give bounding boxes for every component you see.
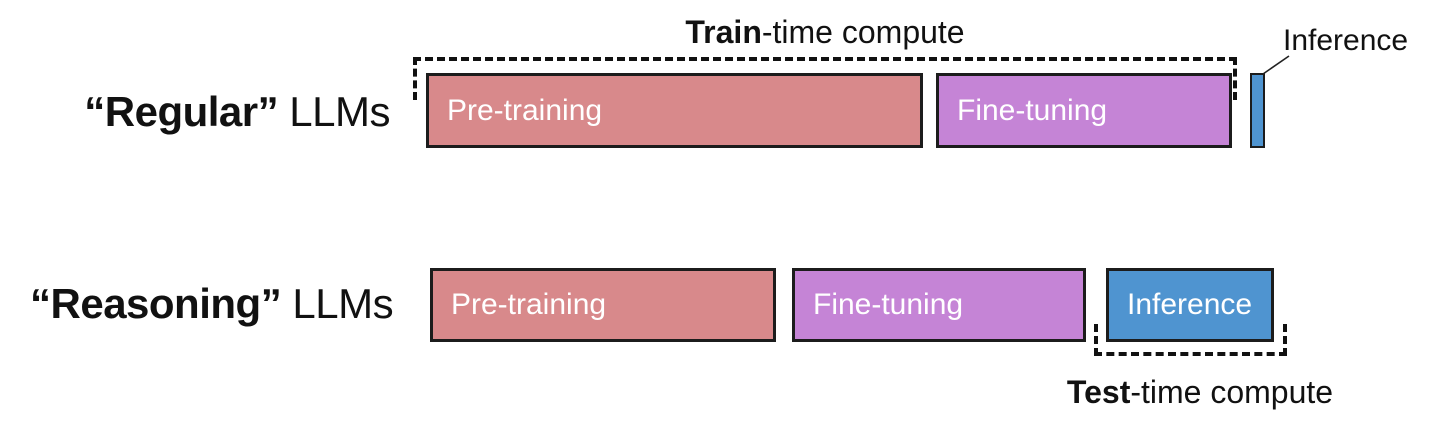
inference-callout-label: Inference (1283, 24, 1409, 57)
regular-pretraining-bar: Pre-training (426, 73, 923, 148)
reasoning-pretraining-bar-label: Pre-training (451, 288, 607, 321)
regular-llms-label: “Regular” LLMs (30, 88, 390, 136)
test-time-compute-label-bold: Test (1066, 374, 1131, 410)
reasoning-inference-bar-label: Inference (1127, 288, 1253, 321)
regular-finetuning-bar: Fine-tuning (936, 73, 1232, 148)
reasoning-llms-label: “Reasoning” LLMs (30, 280, 394, 328)
train-time-compute-label-rest: -time compute (761, 14, 965, 50)
regular-llms-label-bold: “Regular” (84, 88, 279, 135)
inference-callout-line (1262, 55, 1290, 75)
test-time-compute-bracket (1094, 324, 1287, 356)
train-time-compute-label: Train-time compute (413, 14, 1237, 51)
reasoning-finetuning-bar: Fine-tuning (792, 268, 1086, 342)
reasoning-pretraining-bar: Pre-training (430, 268, 776, 342)
train-time-compute-label-bold: Train (685, 14, 762, 50)
reasoning-llms-label-bold: “Reasoning” (30, 280, 282, 327)
regular-llms-label-rest: LLMs (278, 88, 390, 135)
reasoning-finetuning-bar-label: Fine-tuning (813, 288, 964, 321)
train-time-compute-bracket (413, 57, 1237, 100)
reasoning-llms-label-rest: LLMs (281, 280, 394, 327)
regular-pretraining-bar-label: Pre-training (447, 93, 603, 127)
test-time-compute-label-rest: -time compute (1130, 374, 1334, 410)
reasoning-inference-bar: Inference (1106, 268, 1274, 342)
regular-inference-sliver-bar (1250, 73, 1265, 148)
regular-finetuning-bar-label: Fine-tuning (957, 93, 1108, 127)
test-time-compute-label: Test-time compute (1020, 374, 1380, 411)
